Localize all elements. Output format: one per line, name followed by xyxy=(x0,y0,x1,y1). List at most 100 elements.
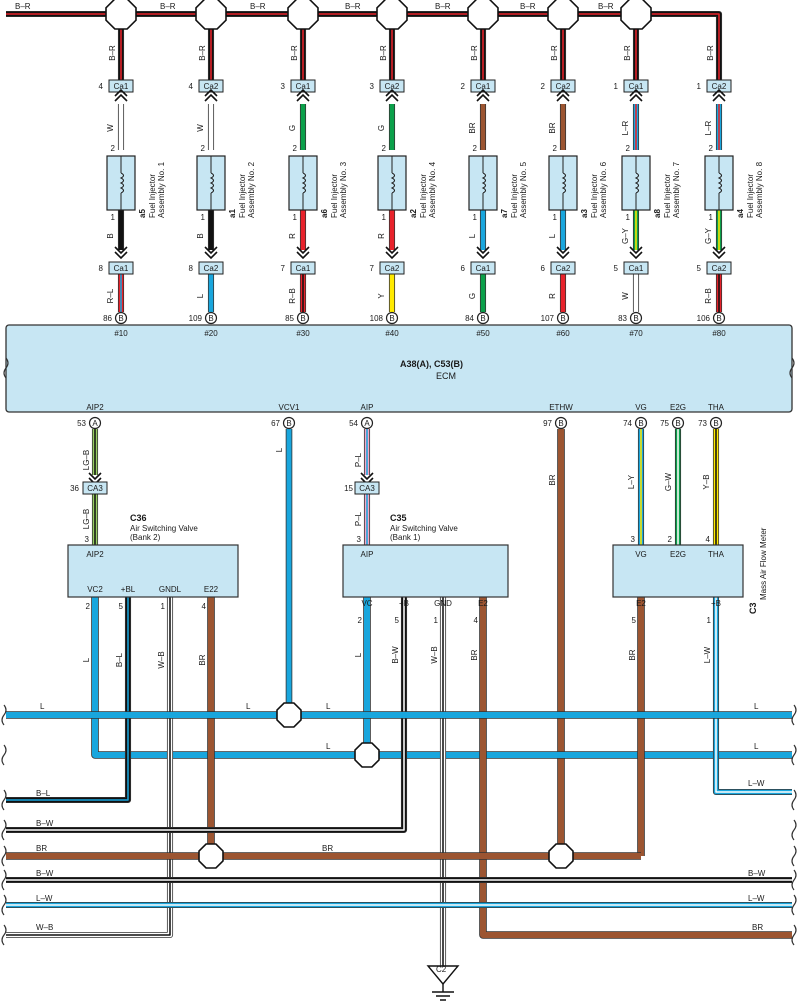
injector-5-bot-chev-0 xyxy=(476,246,490,255)
injector-1-ecm-term xyxy=(114,311,128,325)
br-bus-splice-1 xyxy=(198,843,224,869)
injector-1-coil-coil-icon xyxy=(119,172,125,194)
injector-2-bot-conn xyxy=(198,261,224,275)
ecm-terminal-vcv1-name: VCV1 xyxy=(279,403,300,412)
injector-8-bot-conn xyxy=(706,261,732,275)
injector-4-bot-pin: 7 xyxy=(370,264,375,273)
right-edge-break-0 xyxy=(791,704,797,726)
ecm-terminal-ethw-pin: 97 xyxy=(543,419,552,428)
aip2-wire-2-label: LG–B xyxy=(82,509,91,529)
c36-bl-wire-stripe xyxy=(6,597,129,801)
injector-2-splice xyxy=(195,0,227,30)
c36-pin-0: 2 xyxy=(86,602,91,611)
right-edge-break-3 xyxy=(791,819,797,841)
c3-b-wire-outline xyxy=(712,597,792,796)
injector-7-splice xyxy=(620,0,652,30)
c35-name-1: Air Switching Valve xyxy=(390,524,458,533)
bus-label-bw2-left: B–W xyxy=(36,869,54,878)
c36-gndl-wire xyxy=(6,597,173,938)
injector-1-top-chev-1 xyxy=(114,88,128,97)
bus-label-row1-left: L xyxy=(40,702,45,711)
ecm-break-left xyxy=(3,357,9,379)
ecm-terminal-e2g xyxy=(671,416,685,430)
c36-pin-2: 1 xyxy=(161,602,166,611)
injector-4-name-2: Assembly No. 4 xyxy=(428,161,437,218)
c3-bot-term-0: E2 xyxy=(636,599,646,608)
injector-4-bot-chev-1 xyxy=(385,251,399,260)
injector-3-top-pin: 3 xyxy=(281,82,286,91)
c3-top-term-1: E2G xyxy=(670,550,686,559)
injector-8-top-conn xyxy=(706,79,732,93)
injector-7-ecm-wire-label: W xyxy=(621,292,630,300)
injector-1-bot-conn xyxy=(108,261,134,275)
c35-b-wire-stripe xyxy=(6,597,405,831)
injector-3-top-wire-label: B–R xyxy=(290,45,299,61)
injector-6-coil-coil-icon xyxy=(561,172,567,194)
injector-4-top-chev-1 xyxy=(385,88,399,97)
injector-2-top-chev-1 xyxy=(204,88,218,97)
ecm-terminal-vcv1 xyxy=(282,416,296,430)
c35-e2-wire xyxy=(480,597,792,938)
injector-3-name-2: Assembly No. 3 xyxy=(339,161,348,218)
c3-top-pin-1: 2 xyxy=(668,535,673,544)
ecm-terminal-ethw xyxy=(554,416,568,430)
ecm-terminal-aip2-name: AIP2 xyxy=(86,403,104,412)
injector-1-top-conn-label: Ca1 xyxy=(114,82,129,91)
ecm-terminal-e2g-letter: B xyxy=(675,419,680,428)
c36-gndl-wire-stripe xyxy=(6,597,171,936)
aip-wire-label: P–L xyxy=(354,452,363,467)
injector-2-coil-bot-pin: 1 xyxy=(201,213,206,222)
injector-8-top-pin: 1 xyxy=(697,82,702,91)
injector-6-name-1: Fuel Injector xyxy=(590,174,599,218)
injector-1-name-2: Assembly No. 1 xyxy=(157,161,166,218)
bus-label-row2-mid: L xyxy=(326,742,331,751)
injector-8-bot-wire-label: G–Y xyxy=(704,227,713,244)
injector-3-mid-wire-label: G xyxy=(288,125,297,131)
ca3-right-chev-0 xyxy=(360,472,374,481)
c3-bot-pin-1: 1 xyxy=(707,616,712,625)
c35-pin-3: 4 xyxy=(474,616,479,625)
ca3-left-chev-0 xyxy=(88,472,102,481)
injector-8-name-2: Assembly No. 8 xyxy=(755,161,764,218)
injector-7-bot-pin: 5 xyxy=(614,264,619,273)
injector-7-top-conn xyxy=(623,79,649,93)
ecm-terminal-tha-pin: 73 xyxy=(698,419,707,428)
injector-2-ecm-wire-label: L xyxy=(196,293,205,298)
injector-1-coil-top-pin: 2 xyxy=(111,144,116,153)
c36-vc2-wire xyxy=(92,597,792,758)
injector-2-top-conn xyxy=(198,79,224,93)
injector-5-coil-coil-icon xyxy=(481,172,487,194)
c36-name-2: (Bank 2) xyxy=(130,533,161,542)
injector-2-bot-chev-0 xyxy=(204,246,218,255)
injector-4-ecm-term-letter: B xyxy=(389,314,394,323)
c35-code: C35 xyxy=(390,513,407,523)
injector-4-bot-conn xyxy=(379,261,405,275)
injector-4-top-conn-label: Ca2 xyxy=(385,82,400,91)
injector-3-bot-pin: 7 xyxy=(281,264,286,273)
injector-8-mid-wire-label: L–R xyxy=(704,120,713,135)
injector-6-bot-conn xyxy=(550,261,576,275)
injector-6-bot-wire-label: L xyxy=(548,233,557,238)
injector-2-bot-pin: 8 xyxy=(189,264,194,273)
top-bus-label-6: B–R xyxy=(598,2,614,11)
injector-8-code: a4 xyxy=(736,209,745,218)
bus-label-br2-right: BR xyxy=(752,923,763,932)
vg-wire-label: L–Y xyxy=(627,474,636,489)
ecm-terminal-vg xyxy=(634,416,648,430)
ca3-left-label: CA3 xyxy=(87,484,103,493)
injector-2-ecm-term xyxy=(204,311,218,325)
injector-7-mid-wire-label: L–R xyxy=(621,120,630,135)
ecm-terminal-aip2 xyxy=(88,416,102,430)
c35-term-2: GND xyxy=(434,599,452,608)
ecm-terminal-tha-name: THA xyxy=(708,403,725,412)
top-bus-label-0: B–R xyxy=(15,2,31,11)
c35-e2-wire-label: BR xyxy=(470,649,479,660)
left-edge-break-7 xyxy=(1,924,7,946)
c35-pin-1: 5 xyxy=(395,616,400,625)
injector-5-coil-top-pin: 2 xyxy=(473,144,478,153)
c35-term-3: E2 xyxy=(478,599,488,608)
left-edge-break-4 xyxy=(1,845,7,867)
ca3-right-label: CA3 xyxy=(359,484,375,493)
injector-8-ecm-term-name: #80 xyxy=(712,329,726,338)
